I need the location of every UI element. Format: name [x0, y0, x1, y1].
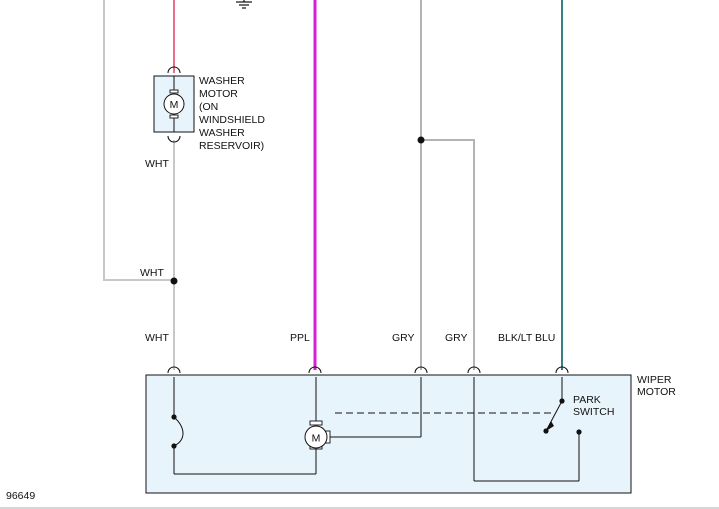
- washer-motor-symbol: M: [170, 99, 179, 111]
- wiper-motor-internal-leads: [315, 377, 422, 438]
- wiper-motor-symbol: M: [312, 433, 321, 445]
- wire-label-wht-washer: WHT: [145, 158, 169, 170]
- wiper-connector-gry1: [414, 366, 428, 374]
- wire-label-wht-conn: WHT: [145, 332, 169, 344]
- washer-motor-label-6: RESERVOIR): [199, 140, 264, 152]
- washer-connector-bottom: [167, 135, 181, 143]
- footer-divider: [0, 507, 719, 509]
- splice-gry: [417, 136, 425, 144]
- washer-connector-top: [167, 66, 181, 74]
- wire-label-ppl-conn: PPL: [290, 332, 310, 344]
- wiper-connector-ppl: [308, 366, 322, 374]
- washer-motor-label-1: WASHER: [199, 75, 245, 87]
- wire-label-blk-lt-blu-conn: BLK/LT BLU: [498, 332, 555, 344]
- wiper-motor-label-1: WIPER: [637, 374, 672, 386]
- wiper-motor-label-2: MOTOR: [637, 386, 676, 398]
- wire-gry-2: [421, 139, 475, 370]
- washer-motor-label-3: (ON: [199, 101, 218, 113]
- wiper-connector-wht: [167, 366, 181, 374]
- wiper-connector-blk-lt-blu: [555, 366, 569, 374]
- wire-label-gry-conn1: GRY: [392, 332, 415, 344]
- wiper-connector-gry2: [467, 366, 481, 374]
- washer-motor-label-5: WASHER: [199, 127, 245, 139]
- wire-wht-return: [103, 0, 174, 281]
- wire-label-wht-splice: WHT: [140, 267, 164, 279]
- ground-icon: [236, 0, 252, 9]
- circuit-breaker-icon: [173, 377, 317, 475]
- washer-motor-label-2: MOTOR: [199, 88, 238, 100]
- park-switch-label-2: SWITCH: [573, 406, 614, 418]
- wiper-motor-icon: [304, 425, 328, 449]
- splice-wht: [170, 277, 178, 285]
- wiper-motor-box: [145, 374, 632, 494]
- park-switch-icon: [473, 377, 580, 482]
- washer-motor: M WASHER MOTOR (ON WINDSHIELD WASHER RES…: [153, 66, 265, 152]
- diagram-id: 96649: [6, 490, 35, 502]
- washer-motor-icon: [163, 93, 185, 115]
- wire-label-gry-conn2: GRY: [445, 332, 468, 344]
- park-switch-label-1: PARK: [573, 394, 601, 406]
- wiper-motor: M PARK SWITCH WIPER MOTOR: [145, 366, 676, 494]
- washer-motor-label-4: WINDSHIELD: [199, 114, 265, 126]
